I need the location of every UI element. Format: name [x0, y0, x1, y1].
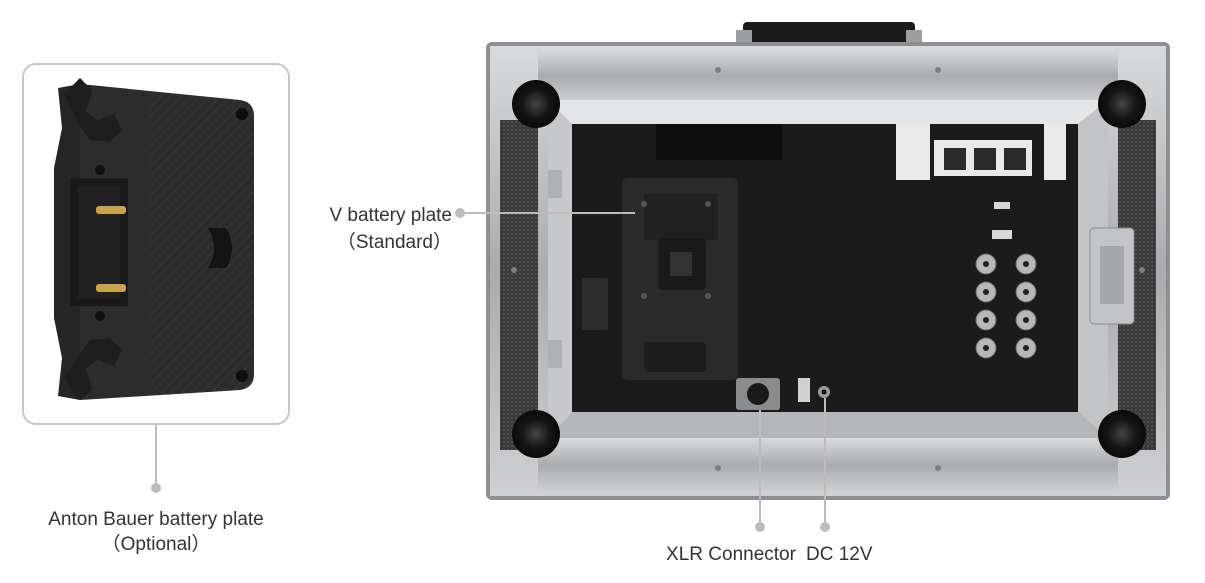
- xlr-connector-label: XLR Connector: [666, 544, 796, 565]
- v-battery-label: V battery plate: [329, 205, 452, 226]
- v-battery-note: （Standard）: [336, 232, 452, 253]
- xlr-callout-line: [759, 410, 761, 526]
- anton-bauer-label: Anton Bauer battery plate: [48, 509, 264, 530]
- anton-bauer-callout-dot: [151, 483, 161, 493]
- dc-callout-line: [824, 398, 826, 526]
- v-battery-callout-line: [463, 212, 635, 214]
- xlr-callout-dot: [755, 522, 765, 532]
- v-battery-callout-dot: [455, 208, 465, 218]
- anton-bauer-note: （Optional）: [101, 534, 211, 555]
- monitor-case-rear-photo: [486, 22, 1170, 500]
- dc-12v-label: DC 12V: [806, 544, 873, 565]
- anton-bauer-callout-line: [155, 425, 157, 487]
- dc-callout-dot: [820, 522, 830, 532]
- anton-bauer-plate-image: [54, 78, 254, 400]
